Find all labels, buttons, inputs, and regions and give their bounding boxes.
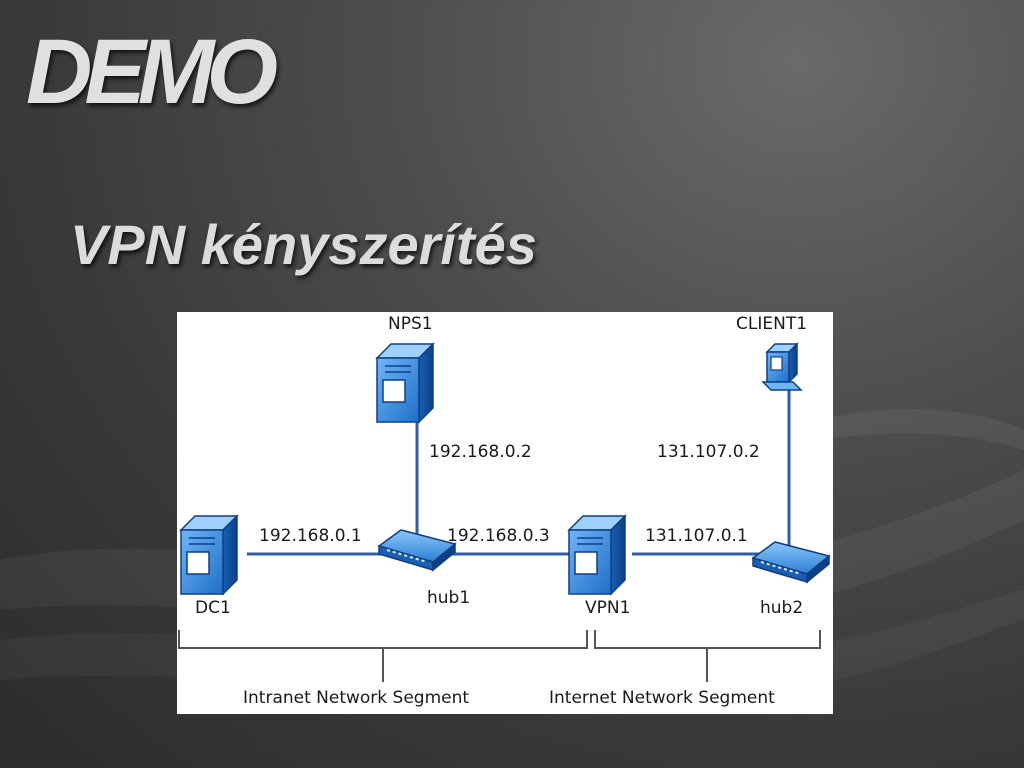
node-label-hub2: hub2 <box>760 598 804 618</box>
diagram-canvas <box>178 343 830 682</box>
intranet-bracket <box>178 630 588 649</box>
server-icon <box>568 515 626 595</box>
ip-label-dc1: 192.168.0.1 <box>259 526 362 546</box>
hub-icon <box>752 541 830 583</box>
ip-label-client1: 131.107.0.2 <box>657 442 760 462</box>
server-icon <box>376 343 434 423</box>
slide-heading: VPN kényszerítés <box>70 213 537 276</box>
segment-brackets <box>178 630 821 682</box>
demo-title: DEMO <box>26 21 278 123</box>
internet-bracket <box>594 630 821 649</box>
node-label-dc1: DC1 <box>195 598 231 618</box>
network-diagram: NPS1 CLIENT1 DC1 hub1 VPN1 hub2 192.168.… <box>177 312 833 714</box>
ip-label-vpn1-internet: 131.107.0.1 <box>645 526 748 546</box>
segment-label-internet: Internet Network Segment <box>549 688 775 708</box>
node-label-hub1: hub1 <box>427 588 471 608</box>
ip-label-vpn1-intranet: 192.168.0.3 <box>447 526 550 546</box>
workstation-icon <box>762 343 802 391</box>
node-label-vpn1: VPN1 <box>585 598 631 618</box>
node-label-nps1: NPS1 <box>388 314 433 334</box>
segment-label-intranet: Intranet Network Segment <box>243 688 470 708</box>
server-icon <box>180 515 238 595</box>
ip-label-nps1: 192.168.0.2 <box>429 442 532 462</box>
network-links <box>247 387 791 556</box>
hub-icon <box>378 529 456 571</box>
node-label-client1: CLIENT1 <box>736 314 808 334</box>
